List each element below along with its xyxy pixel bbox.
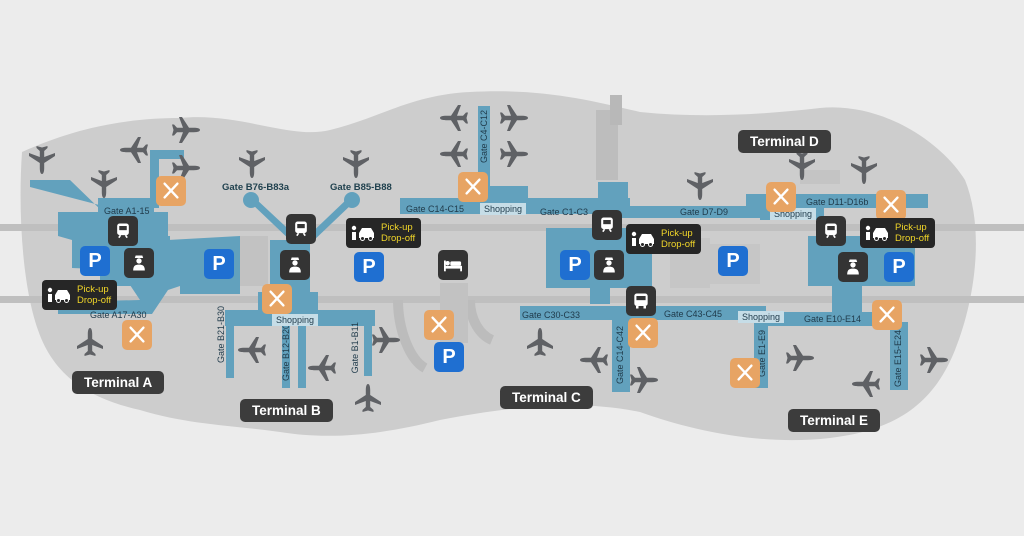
gate-c43-c45-label: Gate C43-C45 — [664, 309, 723, 319]
gate-e15-e24-label: Gate E15-E24 — [893, 330, 903, 388]
car-icon — [47, 287, 70, 303]
car-icon — [351, 225, 374, 241]
gate-b76-b83a-label: Gate B76-B83a — [222, 182, 290, 193]
gate-c14-c42-label: Gate C14-C42 — [615, 326, 625, 385]
security-officer-e-icon — [838, 252, 868, 282]
terminal-d-label: Terminal D — [738, 130, 831, 153]
security-officer-c-icon — [594, 250, 624, 280]
food-e10-icon — [872, 300, 902, 330]
gate-d11-d16b-label: Gate D11-D16b — [806, 197, 869, 207]
dropoff-label-c: Drop-off — [661, 239, 696, 250]
gate-b21-b30-label: Gate B21-B30 — [216, 306, 226, 364]
gate-a1-a15-label: Gate A1-15 — [104, 206, 150, 216]
food-a1-icon — [156, 176, 186, 206]
gate-c14-c15-label: Gate C14-C15 — [406, 204, 465, 214]
car-icon — [631, 231, 654, 247]
parking-d-icon: P — [718, 246, 748, 276]
pickup-label-e: Pick-up — [895, 222, 927, 233]
bus-icon — [626, 286, 656, 316]
shopping-label-c-east: Shopping — [738, 311, 785, 323]
gate-c30-c33-label: Gate C30-C33 — [522, 310, 581, 320]
food-a17-icon — [122, 320, 152, 350]
terminal-a-label: Terminal A — [72, 371, 165, 394]
train-a-icon — [108, 216, 138, 246]
gate-a17-a30-label: Gate A17-A30 — [90, 310, 147, 320]
dropoff-label-a: Drop-off — [77, 295, 112, 306]
train-e-icon — [816, 216, 846, 246]
food-e1-icon — [730, 358, 760, 388]
pickup-label-b: Pick-up — [381, 222, 413, 233]
gate-c4-c12-label: Gate C4-C12 — [479, 110, 489, 164]
food-c4-icon — [458, 172, 488, 202]
dropoff-label-e: Drop-off — [895, 233, 930, 244]
security-officer-a-icon — [124, 248, 154, 278]
train-c-icon — [592, 210, 622, 240]
train-b-icon — [286, 214, 316, 244]
dropoff-label-b: Drop-off — [381, 233, 416, 244]
gate-b85-b88-label: Gate B85-B88 — [330, 182, 392, 193]
car-icon — [865, 225, 888, 241]
food-d11-icon — [876, 190, 906, 220]
shopping-label-c: Shopping — [480, 203, 527, 215]
parking-e-icon: P — [884, 252, 914, 282]
terminal-b-label: Terminal B — [240, 399, 333, 422]
pickup-label-c: Pick-up — [661, 228, 693, 239]
food-c42-icon — [628, 318, 658, 348]
terminal-c-label: Terminal C — [500, 386, 593, 409]
pickup-label-a: Pick-up — [77, 284, 109, 295]
parking-hotel-icon: P — [434, 342, 464, 372]
food-d-icon — [766, 182, 796, 212]
gate-e10-e14-label: Gate E10-E14 — [804, 314, 862, 324]
food-b-icon — [262, 284, 292, 314]
security-officer-b-icon — [280, 250, 310, 280]
lower-road — [0, 296, 1024, 303]
gate-c1-c3-label: Gate C1-C3 — [540, 207, 589, 217]
gate-b12-b20-label: Gate B12-B20 — [281, 324, 291, 382]
parking-b-icon: P — [354, 252, 384, 282]
terminal-e-label: Terminal E — [788, 409, 881, 432]
upper-road — [0, 224, 1024, 231]
gate-d7-d9-label: Gate D7-D9 — [680, 207, 729, 217]
parking-a-garage-icon: P — [204, 249, 234, 279]
gate-b1-b11-label: Gate B1-B11 — [350, 322, 360, 374]
parking-c-icon: P — [560, 250, 590, 280]
airport-campus-area — [20, 91, 976, 441]
hotel-bed-icon — [438, 250, 468, 280]
food-hotel-icon — [424, 310, 454, 340]
parking-a-icon: P — [80, 246, 110, 276]
shopping-label-b: Shopping — [272, 314, 319, 326]
